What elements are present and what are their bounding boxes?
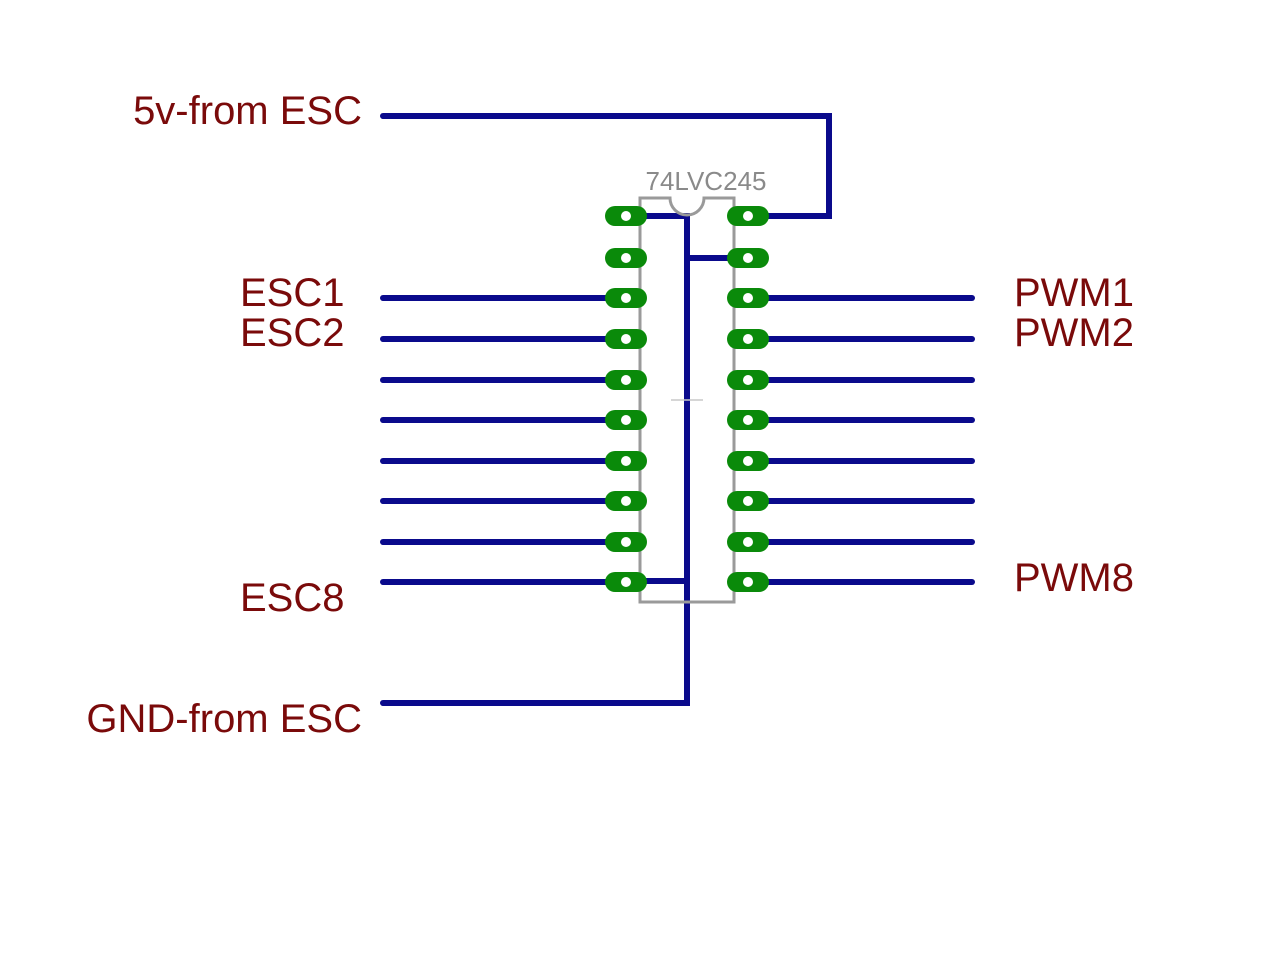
right-pin-10 xyxy=(727,572,769,592)
right-pin-8 xyxy=(727,491,769,511)
right-label-1: PWM1 xyxy=(1014,271,1134,315)
left-pin-7 xyxy=(605,451,647,471)
right-pin-9 xyxy=(727,532,769,552)
gnd-wire xyxy=(380,213,690,706)
left-pin-4 xyxy=(605,329,647,349)
vcc-label: 5v-from ESC xyxy=(133,89,362,133)
gnd-label: GND-from ESC xyxy=(86,697,362,741)
right-pin-2 xyxy=(727,248,769,268)
left-label-8: ESC8 xyxy=(240,576,345,620)
vcc-wire xyxy=(380,113,832,219)
left-signal-wires xyxy=(380,295,629,585)
left-pin-1 xyxy=(605,206,647,226)
right-label-8: PWM8 xyxy=(1014,556,1134,600)
right-pin-6 xyxy=(727,410,769,430)
right-pin-3 xyxy=(727,288,769,308)
left-pin-6 xyxy=(605,410,647,430)
left-pin-2 xyxy=(605,248,647,268)
right-pin-7 xyxy=(727,451,769,471)
chip-outline xyxy=(638,196,736,604)
left-pin-3 xyxy=(605,288,647,308)
left-pin-5 xyxy=(605,370,647,390)
left-pin-9 xyxy=(605,532,647,552)
right-pin-1 xyxy=(727,206,769,226)
left-label-2: ESC2 xyxy=(240,311,345,355)
right-label-2: PWM2 xyxy=(1014,311,1134,355)
left-pin-8 xyxy=(605,491,647,511)
chip-name: 74LVC245 xyxy=(646,166,767,196)
left-label-1: ESC1 xyxy=(240,271,345,315)
right-pin-5 xyxy=(727,370,769,390)
right-pin-4 xyxy=(727,329,769,349)
left-pin-10 xyxy=(605,572,647,592)
chip-pins xyxy=(605,206,769,592)
right-signal-wires xyxy=(745,295,975,585)
